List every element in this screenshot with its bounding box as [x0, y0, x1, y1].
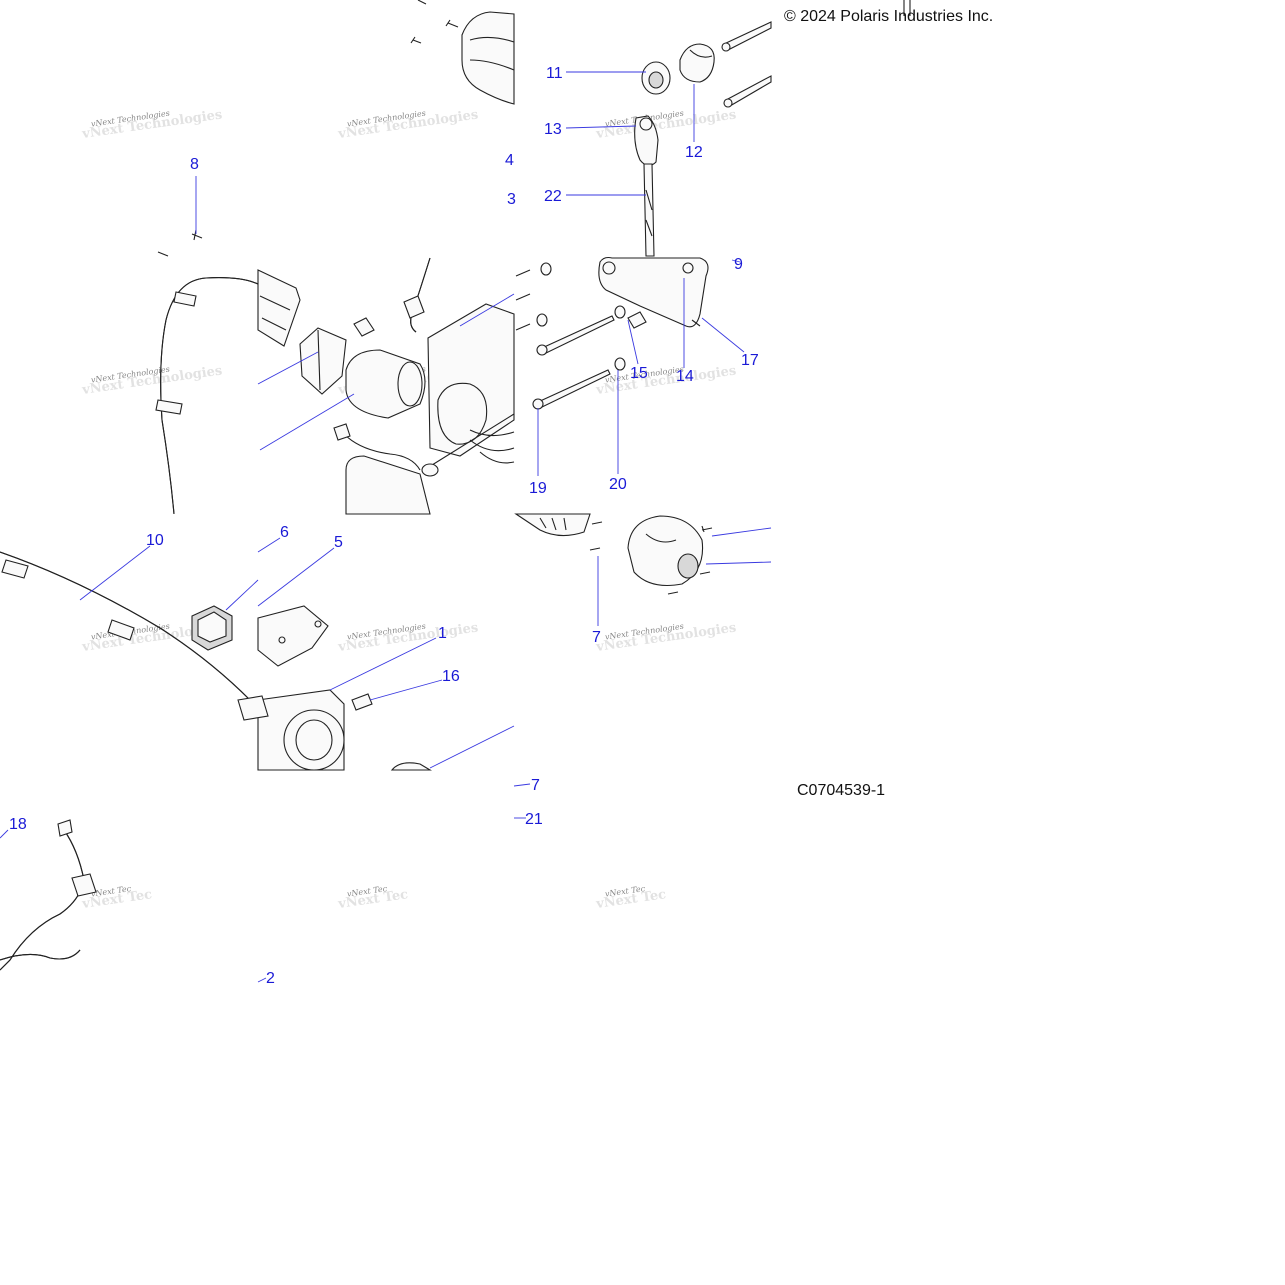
washers-mid: [515, 262, 647, 371]
leader-lines: [0, 71, 772, 983]
callout-16: 16: [442, 668, 460, 685]
strap-part-22: [643, 163, 655, 257]
long-bolts-mid: [532, 315, 615, 410]
watermark-2: vNext Technologies vNext Technologies: [336, 107, 479, 142]
callout-9: 9: [734, 256, 743, 273]
watermark-8: vNext Technologies vNext Technologies: [336, 620, 479, 655]
winch-motor: [345, 349, 426, 419]
callout-6: 6: [280, 524, 289, 541]
winch-drum-housing: [345, 303, 515, 515]
watermark-12: vNext Tec vNext Tec: [594, 884, 667, 912]
callout-10: 10: [146, 532, 164, 549]
watermark-4: vNext Technologies vNext Technologies: [80, 363, 223, 398]
callout-7b: 7: [531, 777, 540, 794]
callout-3: 3: [507, 191, 516, 208]
motor-cable: [403, 257, 431, 333]
callout-7a: 7: [592, 629, 601, 646]
screw-part-16: [351, 693, 373, 711]
cable-hose-left: [155, 277, 259, 515]
watermark-3: vNext Technologies vNext Technologies: [594, 107, 737, 142]
callout-13: 13: [544, 121, 562, 138]
switch-wire: [333, 423, 421, 471]
callout-21: 21: [525, 811, 543, 828]
watermark-9: vNext Technologies vNext Technologies: [594, 620, 737, 655]
drum-end-cap: [627, 515, 704, 587]
long-bolts-top: [721, 21, 772, 108]
callout-18: 18: [9, 816, 27, 833]
watermark-1: vNext Technologies vNext Technologies: [80, 107, 223, 142]
cable-bar-part-10: [0, 551, 251, 701]
callout-4: 4: [505, 152, 514, 169]
drum-gear-partial: [514, 513, 591, 537]
callout-19: 19: [529, 480, 547, 497]
rocker-switch-part-6: [191, 605, 233, 651]
wire-harness-part-18: [0, 819, 97, 971]
hook-part-13: [634, 115, 659, 167]
callout-20: 20: [609, 476, 627, 493]
knob-part-12: [679, 43, 715, 83]
winch-rope-hook: [421, 413, 515, 477]
callout-14: 14: [676, 368, 694, 385]
callout-15: 15: [630, 365, 648, 382]
mounting-plate-part-5: [257, 605, 329, 667]
screw-group-top: [410, 0, 459, 44]
callout-17: 17: [741, 352, 759, 369]
copyright-notice: © 2024 Polaris Industries Inc.: [784, 8, 994, 25]
callout-2: 2: [266, 970, 275, 987]
callout-8: 8: [190, 156, 199, 173]
screws-right: [589, 521, 713, 595]
screw-part-8: [157, 229, 203, 257]
watermark-11: vNext Tec vNext Tec: [336, 884, 409, 912]
contactor-housing: [257, 269, 301, 347]
fairlead-bracket: [598, 256, 709, 328]
figure-code: C0704539-1: [797, 782, 886, 799]
callout-22: 22: [544, 188, 562, 205]
contactor: [299, 317, 375, 395]
gear-housing-part-1: [237, 689, 345, 771]
callout-labels: 11 12 13 8 4 3 22 9 17 15 14 19 20 10 6 …: [9, 65, 759, 987]
callout-12: 12: [685, 144, 703, 161]
edge-marker: [903, 0, 911, 16]
spacer-part-11: [641, 61, 671, 95]
winch-cover-housing: [461, 11, 515, 105]
callout-11: 11: [546, 65, 563, 82]
callout-5: 5: [334, 534, 343, 551]
drum-partial-bottom: [390, 762, 432, 771]
callout-1: 1: [438, 625, 447, 642]
